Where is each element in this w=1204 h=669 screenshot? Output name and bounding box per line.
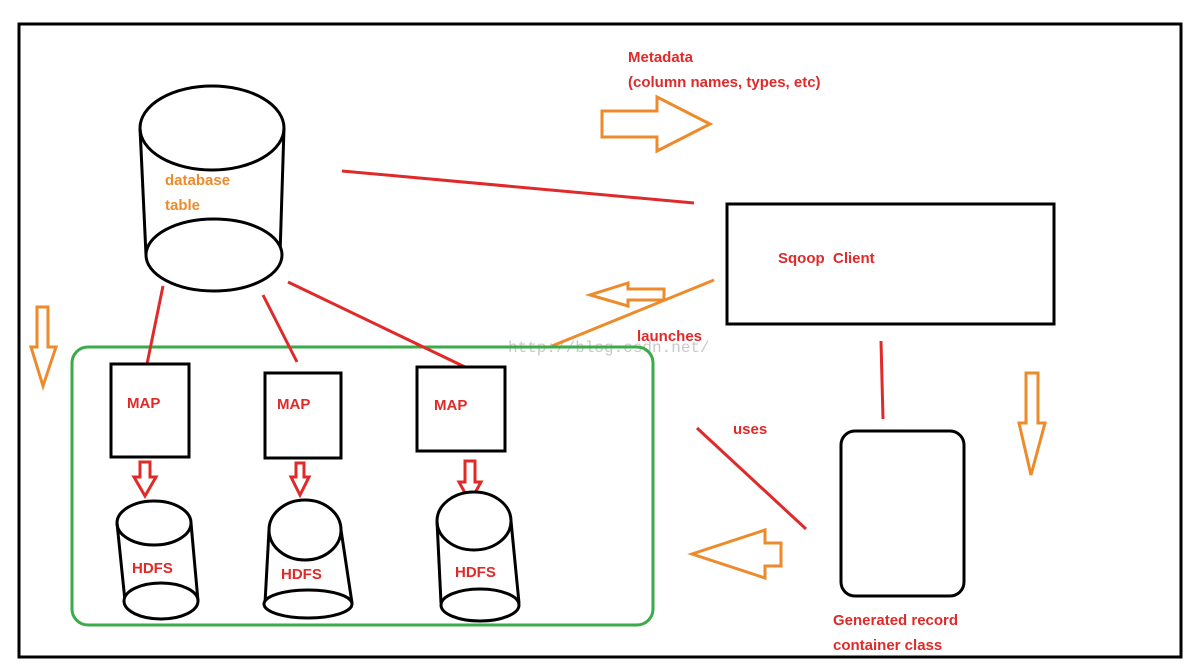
map-task-label: MAP [434,397,467,414]
db-to-map1-line [145,285,165,365]
diagram-frame [17,22,1183,659]
generated-record-label-line1: Generated record [833,612,958,629]
left-down-arrow-icon [28,305,59,391]
hdfs-cylinder [435,490,521,623]
database-label-line2: table [165,197,200,214]
right-down-arrow-icon [1017,371,1047,476]
hdfs-label: HDFS [281,566,322,583]
map-to-hdfs-arrow-icon [288,461,312,499]
map-to-hdfs-arrow-icon [131,460,159,499]
launches-arrow-icon [584,280,666,308]
hdfs-label: HDFS [455,564,496,581]
map-task-box [109,362,191,459]
sqoop-client-label: Sqoop Client [778,250,875,267]
uses-connector-line [695,426,808,531]
metadata-arrow-icon [600,94,714,154]
launches-label: launches [637,328,702,345]
mapreduce-job-container [70,345,655,627]
uses-label: uses [733,421,767,438]
map-task-box [415,365,507,453]
db-to-map3-line [287,280,466,369]
client-to-record-line [879,340,885,420]
launches-connector-line [551,278,715,348]
metadata-detail: (column names, types, etc) [628,74,821,91]
metadata-connector-line [341,169,695,205]
sqoop-client-box [725,202,1056,326]
map-task-label: MAP [127,395,160,412]
hdfs-cylinder [262,498,354,620]
map-task-box [263,371,343,460]
hdfs-cylinder [115,499,200,621]
uses-arrow-icon [687,527,783,581]
generated-record-label-line2: container class [833,637,942,654]
hdfs-label: HDFS [132,560,173,577]
metadata-title: Metadata [628,49,694,66]
database-label-line1: database [165,172,230,189]
database-table-cylinder [138,84,286,293]
map-task-label: MAP [277,396,310,413]
db-to-map2-line [261,294,299,363]
generated-record-box [839,429,966,598]
